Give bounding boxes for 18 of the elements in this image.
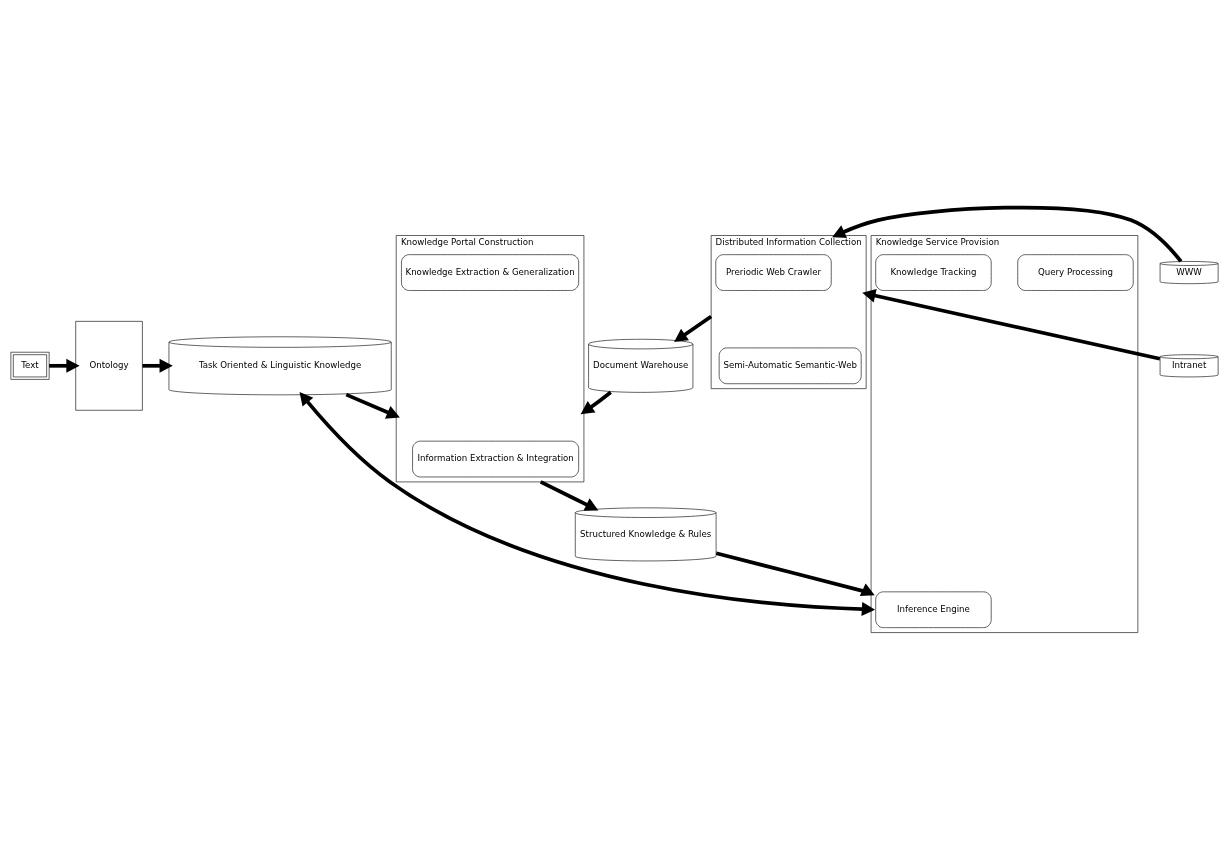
- node-box: Preriodic Web Crawler: [715, 254, 832, 291]
- node-box: Knowledge Tracking: [875, 254, 992, 291]
- arrow: [539, 480, 599, 511]
- arrow: [345, 392, 400, 419]
- arrow: [832, 205, 1183, 263]
- arrow: [862, 288, 1161, 361]
- arrow: [299, 391, 876, 616]
- node-box: Knowledge Extraction & Generalization: [401, 254, 579, 291]
- arrow: [580, 390, 612, 415]
- arrow: [674, 314, 713, 343]
- arrow: [142, 358, 173, 373]
- node-box: Ontology: [75, 321, 143, 411]
- arrow: [715, 551, 875, 597]
- node-box: Query Processing: [1017, 254, 1134, 291]
- node-box: Inference Engine: [875, 591, 992, 628]
- node-box: Semi-Automatic Semantic-Web: [718, 347, 862, 385]
- arrow: [49, 358, 80, 373]
- node-box: Information Extraction & Integration: [412, 440, 579, 478]
